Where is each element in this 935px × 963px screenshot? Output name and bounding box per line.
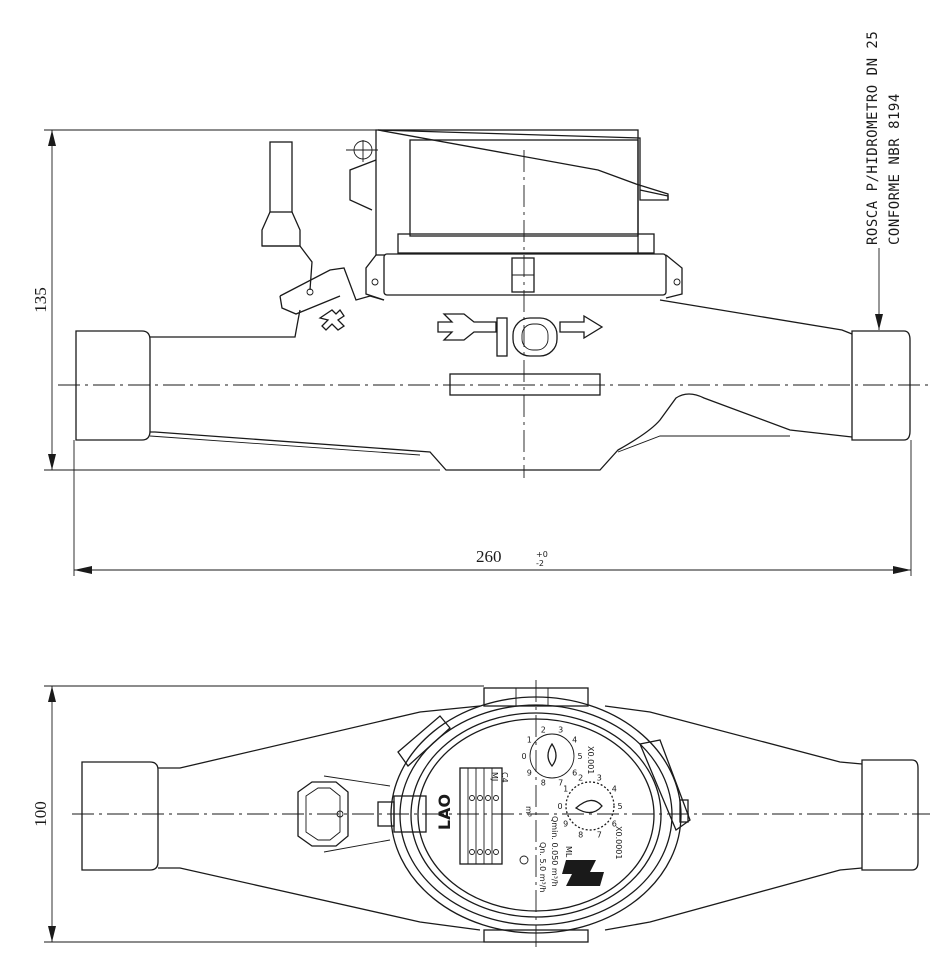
dial-digit: 4 (572, 736, 577, 745)
dial-digit: 5 (617, 802, 622, 811)
dial-digit: 7 (597, 831, 602, 840)
dial-digit: 2 (541, 725, 546, 734)
dial-digit: 4 (612, 784, 617, 793)
counter-drums (459, 767, 503, 865)
dial-digit: 0 (521, 752, 526, 761)
left-connection (75, 330, 151, 441)
dial-digit: 5 (577, 752, 582, 761)
class-label-c4: C4 (500, 772, 509, 783)
plus-mark (318, 308, 346, 331)
dial-upper (529, 733, 575, 779)
length-dimension: 260 (476, 547, 502, 566)
dial-digit: 1 (527, 736, 532, 745)
ml-label: ML (564, 846, 573, 858)
brand-logo (562, 860, 604, 886)
dial-lower (565, 781, 615, 831)
dial-lower-digits: 01 2 3 456 7 8 9 (557, 774, 622, 840)
thread-note-line2: CONFORME NBR 8194 (887, 93, 903, 245)
brand-label: LAO (435, 794, 454, 830)
length-tolerance-plus: +0 (536, 550, 548, 559)
flow-direction-marking (437, 313, 604, 357)
sealing-lever (261, 141, 385, 315)
dial-digit: 2 (578, 774, 583, 783)
dial-digit: 6 (612, 820, 617, 829)
thread-note-line1: ROSCA P/HIDROMETRO DN 25 (865, 31, 881, 245)
qn-label: Qn. 5.0 m³/h (538, 842, 547, 892)
qmin-label: Qmin. 0.050 m³/h (550, 816, 559, 887)
dial-digit: 1 (563, 784, 568, 793)
register-housing (346, 129, 683, 301)
class-label-mj: MJ (490, 772, 499, 781)
dial-digit: 7 (558, 779, 563, 788)
body-slot (449, 373, 601, 396)
dial-digit: 8 (541, 779, 546, 788)
dial-digit: 3 (558, 725, 563, 734)
dial-digit: 9 (527, 769, 532, 778)
dial-digit: 0 (557, 802, 562, 811)
dial-digit: 6 (572, 769, 577, 778)
right-connection (851, 330, 911, 441)
dial-digit: 8 (578, 831, 583, 840)
factor-upper-label: X0.001 (586, 746, 595, 774)
dial-digit: 9 (563, 820, 568, 829)
side-dimensions (44, 129, 912, 576)
height-dimension-top: 100 (31, 801, 50, 827)
side-view (58, 129, 930, 478)
dial-digit: 3 (597, 774, 602, 783)
unit-label: m³ (524, 806, 533, 817)
top-dimensions (44, 685, 484, 943)
height-dimension-side: 135 (31, 287, 50, 313)
length-tolerance-minus: -2 (536, 559, 544, 568)
body-lower-outline (150, 393, 853, 471)
factor-lower-label: X0.0001 (614, 826, 623, 859)
top-view (72, 680, 930, 950)
